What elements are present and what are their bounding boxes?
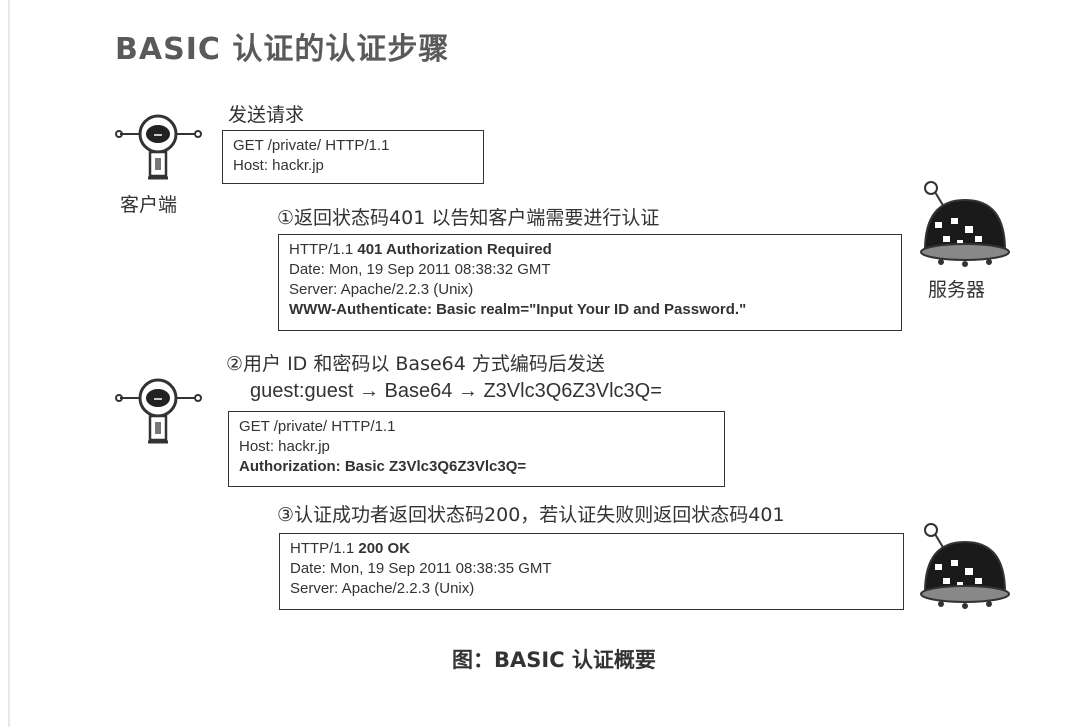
step1-label: ①返回状态码401 以告知客户端需要进行认证: [277, 207, 660, 229]
encoding-text: guest:guest → Base64 → Z3Vlc3Q6Z3Vlc3Q=: [250, 380, 662, 402]
response2-line: Server: Apache/2.2.3 (Unix): [290, 580, 475, 597]
request1-box: GET /private/ HTTP/1.1 Host: hackr.jp: [222, 130, 484, 184]
request2-box: GET /private/ HTTP/1.1 Host: hackr.jp Au…: [228, 411, 725, 487]
response2-line: Date: Mon, 19 Sep 2011 08:38:35 GMT: [290, 560, 552, 577]
client-label: 客户端: [120, 194, 178, 216]
response2-prefix: HTTP/1.1: [290, 540, 359, 557]
request2-line: Authorization: Basic Z3Vlc3Q6Z3Vlc3Q=: [239, 458, 527, 475]
step2-label: ②用户 ID 和密码以 Base64 方式编码后发送: [226, 353, 605, 375]
server-robot-icon: [920, 523, 1010, 609]
response1-prefix: HTTP/1.1: [289, 241, 358, 258]
response1-line: WWW-Authenticate: Basic realm="Input You…: [289, 301, 747, 318]
request2-line: Host: hackr.jp: [239, 438, 330, 455]
step3-label: ③认证成功者返回状态码200，若认证失败则返回状态码401: [277, 504, 785, 526]
client-robot-icon: [115, 114, 202, 180]
response1-line: Date: Mon, 19 Sep 2011 08:38:32 GMT: [289, 261, 551, 278]
server-label: 服务器: [928, 279, 986, 301]
request2-line: GET /private/ HTTP/1.1: [239, 418, 396, 435]
server-robot-icon: [920, 181, 1010, 267]
diagram-title: BASIC 认证的认证步骤: [115, 32, 450, 67]
request1-line: Host: hackr.jp: [233, 157, 324, 174]
send-request-label: 发送请求: [228, 104, 305, 126]
page-edge: [8, 0, 10, 727]
response1-status: 401 Authorization Required: [357, 241, 552, 258]
client-robot-icon: [115, 378, 202, 444]
response1-box: HTTP/1.1 401 Authorization Required Date…: [278, 234, 902, 331]
figure-caption: 图：BASIC 认证概要: [452, 648, 656, 672]
response1-line: Server: Apache/2.2.3 (Unix): [289, 281, 474, 298]
response2-status: 200 OK: [358, 540, 411, 557]
request1-line: GET /private/ HTTP/1.1: [233, 137, 390, 154]
response2-box: HTTP/1.1 200 OK Date: Mon, 19 Sep 2011 0…: [279, 533, 904, 610]
